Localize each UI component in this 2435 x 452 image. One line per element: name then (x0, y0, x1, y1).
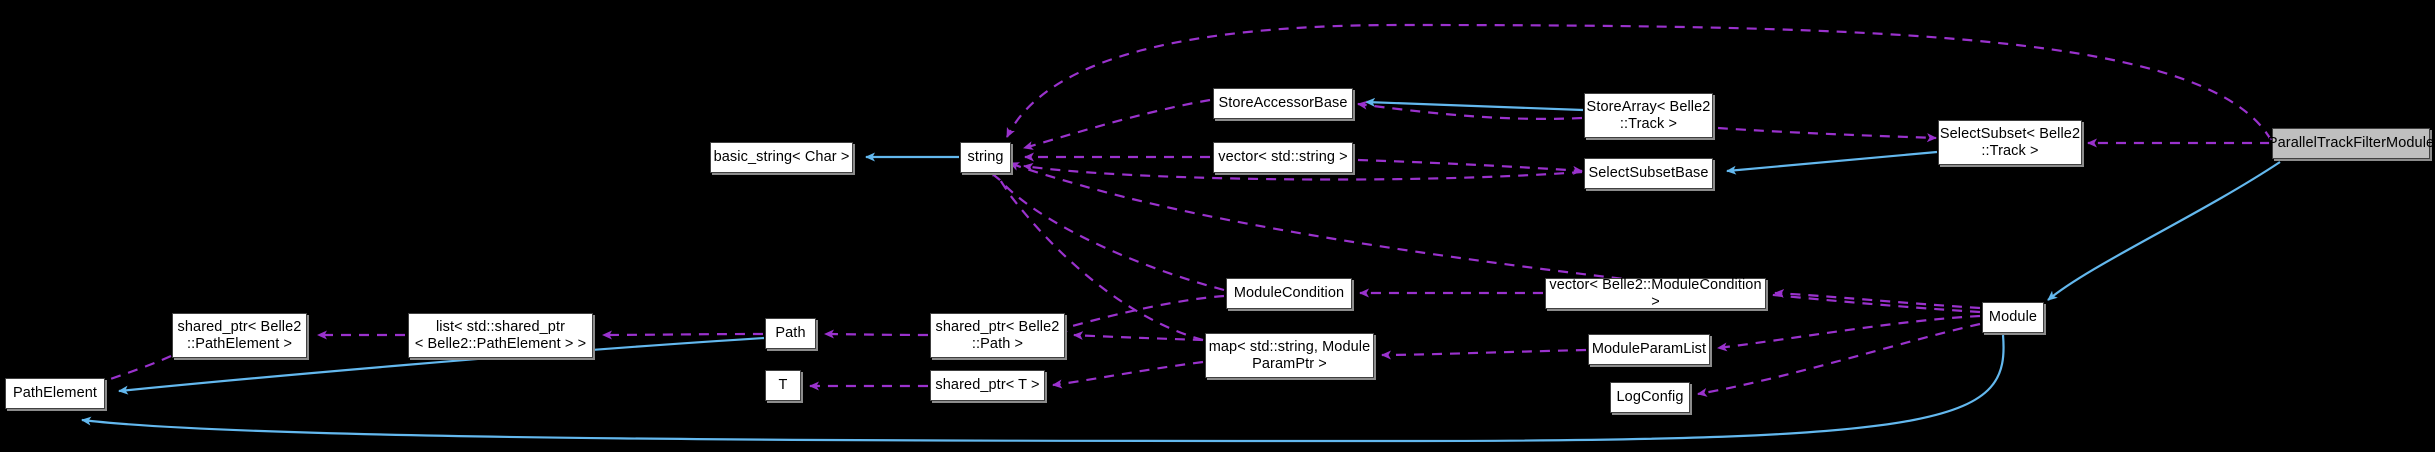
edge-ptfm-to-module (2047, 161, 2281, 301)
node-basic-string[interactable]: basic_string< Char > (710, 142, 853, 173)
node-path[interactable]: Path (765, 318, 816, 349)
edge-sharedptrt-to-map (1052, 360, 1204, 389)
edge-path-to-sharedptrpath (824, 329, 929, 339)
node-label: shared_ptr< Belle2 ::Path > (935, 319, 1060, 352)
edge-selectsubsettrack-to-selectsubsetbase (1726, 150, 1938, 175)
node-vector-std-string[interactable]: vector< std::string > (1213, 142, 1353, 173)
node-log-config[interactable]: LogConfig (1610, 382, 1690, 413)
node-shared-ptr-path[interactable]: shared_ptr< Belle2 ::Path > (930, 313, 1065, 358)
node-label: vector< Belle2::ModuleCondition > (1549, 277, 1762, 310)
node-label: shared_ptr< Belle2 ::PathElement > (177, 319, 302, 352)
node-path-element[interactable]: PathElement (5, 378, 105, 409)
node-module-param-list[interactable]: ModuleParamList (1588, 334, 1710, 365)
node-label: PathElement (12, 385, 98, 402)
node-label: ModuleCondition (1233, 285, 1345, 302)
node-vector-module-condition[interactable]: vector< Belle2::ModuleCondition > (1545, 277, 1766, 310)
node-label: basic_string< Char > (713, 149, 850, 166)
edge-storearray-to-storeaccessorbase (1365, 97, 1584, 112)
edge-vectorstring-to-selectsubsetbase (1357, 158, 1583, 175)
node-label: vector< std::string > (1218, 149, 1348, 166)
edge-sharedptrpath-to-map (1073, 331, 1204, 342)
edge-string-to-module (1009, 161, 1981, 314)
node-string[interactable]: string (960, 142, 1011, 173)
node-t-template-param[interactable]: T (765, 370, 801, 401)
node-parallel-track-filter-module[interactable]: ParallelTrackFilterModule (2268, 128, 2434, 159)
edge-string-to-storeaccessorbase (1023, 98, 1211, 150)
edge-list-to-path (602, 330, 764, 340)
node-label: ParallelTrackFilterModule (2267, 135, 2435, 152)
edge-sharedptrpath-to-modulecondition (1057, 294, 1225, 332)
node-module-condition[interactable]: ModuleCondition (1226, 278, 1352, 309)
edge-storeaccessor-to-storearray (1357, 100, 1583, 120)
node-label: map< std::string, Module ParamPtr > (1208, 339, 1371, 372)
edge-logconfig-to-module (1697, 322, 1981, 397)
node-label: ModuleParamList (1591, 341, 1707, 358)
edge-vectormc-to-module (1774, 288, 1981, 310)
node-label: string (967, 149, 1004, 166)
node-list-shared-ptr-path-element[interactable]: list< std::shared_ptr < Belle2::PathElem… (408, 313, 593, 358)
node-label: Module (1988, 309, 2038, 326)
node-label: T (778, 377, 788, 394)
node-label: StoreArray< Belle2 ::Track > (1586, 99, 1711, 132)
node-select-subset-base[interactable]: SelectSubsetBase (1584, 158, 1713, 189)
node-label: shared_ptr< T > (935, 377, 1040, 394)
node-select-subset-track[interactable]: SelectSubset< Belle2 ::Track > (1938, 120, 2082, 165)
node-store-array-track[interactable]: StoreArray< Belle2 ::Track > (1584, 93, 1713, 138)
node-label: Path (775, 325, 806, 342)
node-shared-ptr-path-element[interactable]: shared_ptr< Belle2 ::PathElement > (172, 313, 307, 358)
node-module[interactable]: Module (1982, 302, 2044, 333)
edge-map-to-moduleparamlist (1381, 348, 1587, 360)
node-store-accessor-base[interactable]: StoreAccessorBase (1213, 88, 1353, 119)
edge-storearray-to-selectsubsettrack (1717, 126, 1937, 143)
edge-moduleparamlist-to-module (1717, 314, 1981, 352)
node-label: SelectSubset< Belle2 ::Track > (1939, 126, 2081, 159)
node-map-string-module-param-ptr[interactable]: map< std::string, Module ParamPtr > (1205, 333, 1374, 378)
node-label: SelectSubsetBase (1588, 165, 1709, 182)
node-shared-ptr-t[interactable]: shared_ptr< T > (930, 370, 1045, 401)
edge-string-to-modulecondition (981, 164, 1225, 292)
node-label: LogConfig (1616, 389, 1684, 406)
node-label: list< std::shared_ptr < Belle2::PathElem… (414, 319, 587, 352)
node-label: StoreAccessorBase (1218, 95, 1348, 112)
